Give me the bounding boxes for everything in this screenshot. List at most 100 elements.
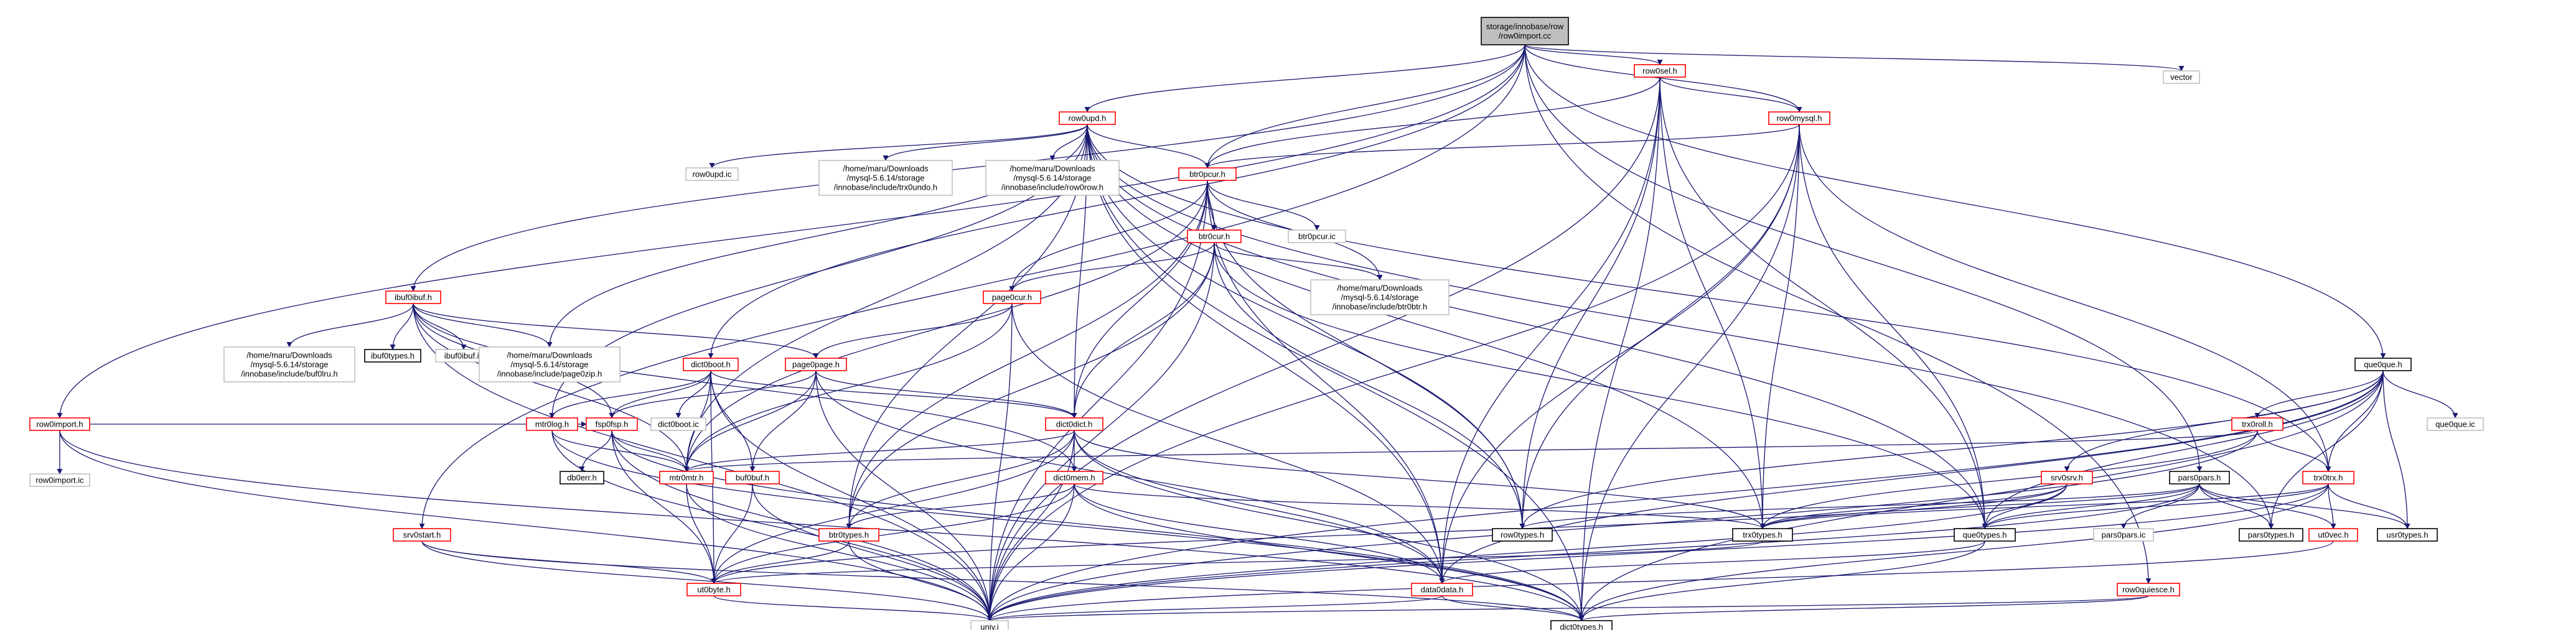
- edge-page0page_h-to-buf0buf_h: [749, 370, 817, 472]
- edge-page0cur_h-to-page0page_h: [813, 303, 1013, 359]
- node-pars0types-h[interactable]: pars0types.h: [2239, 528, 2303, 542]
- node-que0que-ic: que0que.ic: [2427, 417, 2484, 431]
- node-trx0roll-h[interactable]: trx0roll.h: [2231, 417, 2283, 431]
- node-que0que-h[interactable]: que0que.h: [2354, 358, 2412, 371]
- node-box: [2354, 358, 2412, 371]
- node-trx0undo-dl: /home/maru/Downloads/mysql-5.6.14/storag…: [818, 160, 953, 196]
- node-btr0cur-h[interactable]: btr0cur.h: [1187, 229, 1242, 243]
- node-btr0pcur-h[interactable]: btr0pcur.h: [1178, 167, 1237, 181]
- edge-btr0cur_h-to-dict0dict_h: [1071, 242, 1215, 419]
- node-fsp0fsp-h[interactable]: fsp0fsp.h: [586, 417, 638, 431]
- node-trx0types-h[interactable]: trx0types.h: [1732, 528, 1793, 542]
- node-page0page-h[interactable]: page0page.h: [785, 358, 847, 371]
- edge-dict0dict_h-to-univ_i: [986, 430, 1075, 621]
- node-dict0boot-h[interactable]: dict0boot.h: [683, 358, 739, 371]
- node-row0quiesce-h[interactable]: row0quiesce.h: [2117, 583, 2180, 596]
- node-que0types-h[interactable]: que0types.h: [1954, 528, 2016, 542]
- node-box: [2377, 528, 2438, 542]
- node-box: [2302, 471, 2354, 484]
- edge-pars0pars_h-to-univ_i: [986, 483, 2200, 621]
- node-box: [364, 349, 421, 363]
- edge-dict0mem_h-to-ut0byte_h: [711, 483, 1075, 584]
- node-univ-i: univ.i: [970, 620, 1009, 630]
- node-row0upd-h[interactable]: row0upd.h: [1059, 111, 1116, 125]
- edge-pars0pars_h-to-row0types_h: [1519, 483, 2200, 529]
- edge-row0mysql_h-to-data0data_h: [1439, 124, 1800, 584]
- node-dict0dict-h[interactable]: dict0dict.h: [1045, 417, 1103, 431]
- edge-que0types_h-to-data0data_h: [1439, 540, 1985, 584]
- node-data0data-h[interactable]: data0data.h: [1411, 583, 1473, 596]
- node-label: pars0pars.ic: [2102, 530, 2146, 540]
- edge-que0que_h-to-trx0trx_h: [2325, 370, 2384, 472]
- node-label: dict0types.h: [1560, 623, 1603, 630]
- node-row0mysql-h[interactable]: row0mysql.h: [1768, 111, 1830, 125]
- node-box: [385, 290, 441, 304]
- node-box: [1178, 167, 1237, 181]
- node-box: [1045, 417, 1103, 431]
- node-dict0mem-h[interactable]: dict0mem.h: [1045, 471, 1103, 484]
- node-ut0byte-h[interactable]: ut0byte.h: [686, 583, 741, 596]
- node-pars0pars-h[interactable]: pars0pars.h: [2169, 471, 2230, 484]
- node-usr0types-h[interactable]: usr0types.h: [2377, 528, 2438, 542]
- edge-root-to-row0sel_h: [1524, 44, 1663, 65]
- node-box: [2427, 417, 2484, 431]
- edge-row0sel_h-to-que0types_h: [1659, 76, 1988, 529]
- edge-trx0roll_h-to-trx0types_h: [1759, 430, 2258, 529]
- node-srv0start-h[interactable]: srv0start.h: [393, 528, 451, 542]
- edge-que0que_h-to-univ_i: [986, 370, 2384, 621]
- node-page0cur-h[interactable]: page0cur.h: [983, 290, 1041, 304]
- node-label: dict0boot.ic: [658, 420, 699, 429]
- node-box: [970, 620, 1009, 630]
- edge-trx0trx_h-to-trx0types_h: [1759, 483, 2329, 529]
- edge-row0upd_h-to-trx0trx_h: [1087, 124, 2331, 472]
- edge-page0page_h-to-univ_i: [815, 370, 993, 621]
- edge-row0quiesce_h-to-univ_i: [987, 595, 2149, 621]
- edge-data0data_h-to-dict0types_h: [1441, 595, 1585, 621]
- node-ut0vec-h[interactable]: ut0vec.h: [2308, 528, 2358, 542]
- edge-root-to-srv0start_h: [419, 44, 1525, 529]
- node-label: /mysql-5.6.14/storage: [1013, 174, 1091, 183]
- node-ibuf0ibuf-h[interactable]: ibuf0ibuf.h: [385, 290, 441, 304]
- node-box: [2163, 70, 2200, 84]
- node-label: row0types.h: [1501, 530, 1544, 540]
- node-label: /innobase/include/buf0lru.h: [241, 369, 337, 379]
- edge-que0que_h-to-row0types_h: [1519, 370, 2384, 529]
- node-mtr0log-h[interactable]: mtr0log.h: [526, 417, 578, 431]
- node-btr0types-h[interactable]: btr0types.h: [818, 528, 879, 542]
- node-box: [1288, 229, 1346, 243]
- node-box: [659, 471, 714, 484]
- node-ibuf0types-h[interactable]: ibuf0types.h: [364, 349, 421, 363]
- node-box: [1059, 111, 1116, 125]
- node-label: btr0types.h: [829, 530, 869, 540]
- node-label: trx0trx.h: [2314, 473, 2343, 483]
- node-row0types-h[interactable]: row0types.h: [1492, 528, 1553, 542]
- node-btr0btr-dl: /home/maru/Downloads/mysql-5.6.14/storag…: [1310, 279, 1450, 315]
- node-dict0types-h[interactable]: dict0types.h: [1550, 620, 1613, 630]
- node-pars0pars-ic: pars0pars.ic: [2093, 528, 2154, 542]
- edge-dict0dict_h-to-dict0types_h: [1074, 430, 1585, 621]
- node-label: btr0cur.h: [1199, 232, 1230, 241]
- node-box: [2041, 471, 2093, 484]
- node-box: [1634, 64, 1686, 78]
- edge-root-to-pars0pars_h: [1524, 44, 2203, 472]
- edge-pars0pars_h-to-pars0pars_ic: [2120, 483, 2200, 529]
- node-db0err-h[interactable]: db0err.h: [560, 471, 604, 484]
- node-row0import-h[interactable]: row0import.h: [29, 417, 90, 431]
- edge-buf0buf_h-to-univ_i: [752, 483, 993, 621]
- node-box: [1768, 111, 1830, 125]
- node-trx0trx-h[interactable]: trx0trx.h: [2302, 471, 2354, 484]
- edge-btr0cur_h-to-que0types_h: [1214, 242, 1988, 529]
- node-mtr0mtr-h[interactable]: mtr0mtr.h: [659, 471, 714, 484]
- edge-btr0cur_h-to-btr0types_h: [846, 242, 1215, 529]
- edge-row0mysql_h-to-univ_i: [986, 124, 1800, 621]
- edge-dict0boot_h-to-mtr0log_h: [549, 370, 711, 419]
- node-row0upd-ic: row0upd.ic: [685, 167, 739, 181]
- node-label: btr0pcur.h: [1189, 170, 1225, 179]
- node-buf0buf-h[interactable]: buf0buf.h: [725, 471, 780, 484]
- edge-btr0types_h-to-ut0byte_h: [711, 540, 850, 584]
- edge-fsp0fsp_h-to-univ_i: [611, 430, 993, 621]
- node-row0sel-h[interactable]: row0sel.h: [1634, 64, 1686, 78]
- node-box: [1411, 583, 1473, 596]
- node-srv0srv-h[interactable]: srv0srv.h: [2041, 471, 2093, 484]
- edge-btr0types_h-to-univ_i: [848, 540, 993, 621]
